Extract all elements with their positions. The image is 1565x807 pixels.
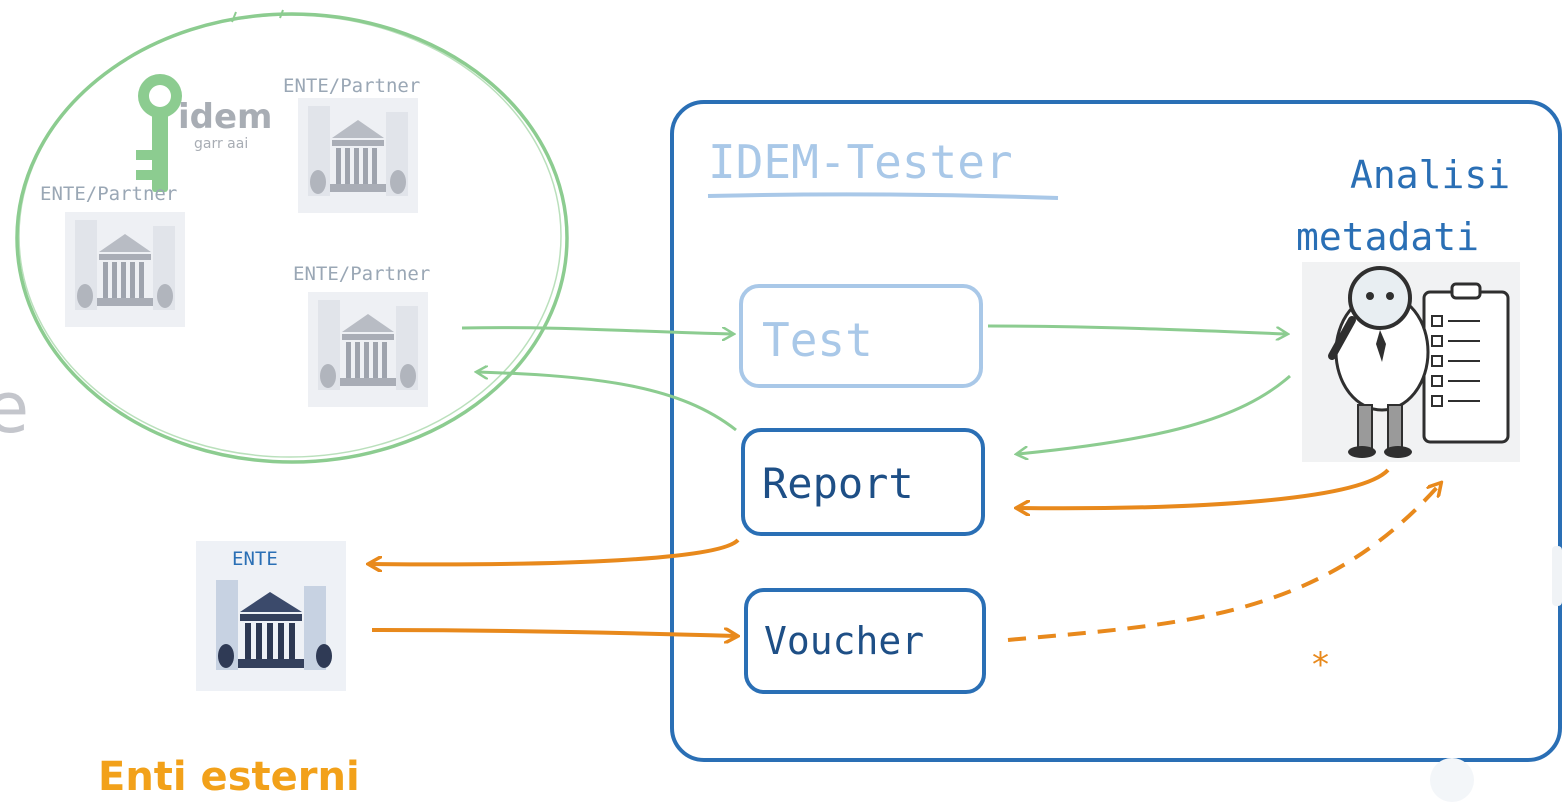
partner-label-2: ENTE/Partner (40, 183, 177, 205)
svg-text:e: e (0, 367, 29, 449)
external-entity-label: ENTE (232, 548, 278, 570)
analysis-title-line1: Analisi (1350, 153, 1510, 197)
arrow-report-to-partner (478, 372, 737, 432)
analysis-mascot-illustration (1302, 262, 1520, 462)
test-button-label: Test (762, 313, 873, 367)
test-button[interactable]: Test (739, 284, 983, 388)
arrow-test-to-analysis (987, 324, 1286, 334)
partner-building-2 (65, 212, 185, 327)
report-button[interactable]: Report (741, 428, 985, 536)
idem-logo-subtext: garr aai (194, 136, 248, 152)
analysis-footnote: * (1312, 645, 1329, 685)
tester-title: IDEM-Tester (708, 135, 1013, 189)
external-section-title: Enti esterni (98, 754, 360, 800)
arrow-report-to-entity (370, 538, 740, 564)
arrow-voucher-to-analysis-dashed (1007, 484, 1440, 642)
analysis-title-line2: metadati (1296, 215, 1479, 259)
arrow-entity-to-voucher (371, 630, 736, 636)
partner-building-1 (298, 98, 418, 213)
voucher-button-label: Voucher (764, 619, 924, 663)
idem-logo (136, 74, 182, 192)
tester-container (670, 100, 1562, 762)
arrow-analysis-to-report-green (1018, 374, 1291, 454)
arrow-analysis-to-report-orange (1018, 468, 1390, 508)
partner-building-3 (308, 292, 428, 407)
idem-logo-text: idem (178, 97, 272, 137)
report-button-label: Report (762, 459, 914, 508)
partner-label-3: ENTE/Partner (293, 263, 430, 285)
arrow-partner-to-test (461, 326, 732, 334)
partner-label-1: ENTE/Partner (283, 75, 420, 97)
external-entity-building (216, 580, 332, 670)
federation-circle (15, 12, 569, 464)
voucher-button[interactable]: Voucher (744, 588, 986, 694)
